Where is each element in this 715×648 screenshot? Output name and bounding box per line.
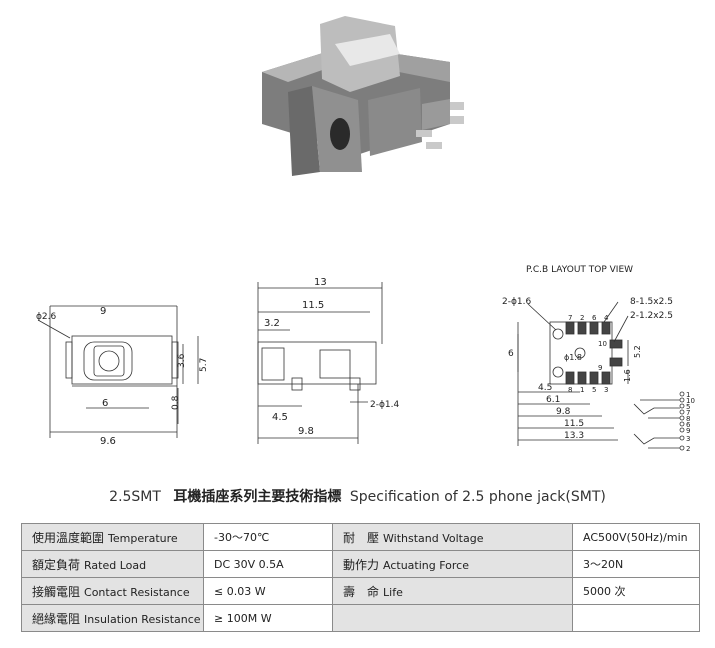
sch-pin-5: 5 xyxy=(686,403,690,411)
value-withstand-voltage: AC500V(50Hz)/min xyxy=(572,523,700,551)
sch-pin-2: 2 xyxy=(686,445,690,453)
label-empty xyxy=(332,604,573,632)
value-life: 5000 次 xyxy=(572,577,700,605)
pcb-layout-title: P.C.B LAYOUT TOP VIEW xyxy=(526,265,633,275)
sch-pin-9: 9 xyxy=(686,427,690,435)
dim-9-6: 9.6 xyxy=(100,436,116,447)
pcb-dim-1-6: 1.6 xyxy=(623,369,632,382)
pcb-pin-10: 10 xyxy=(598,340,607,348)
dim-11-5: 11.5 xyxy=(302,300,324,311)
value-empty xyxy=(572,604,700,632)
pcb-pin-9: 9 xyxy=(598,364,602,372)
dim-phi-2-6: ϕ2.6 xyxy=(36,312,57,322)
sch-pin-7: 7 xyxy=(686,409,690,417)
heading-model: 2.5SMT xyxy=(109,489,161,505)
dim-13: 13 xyxy=(314,277,327,288)
pcb-dim-phi-1-8: ϕ1.8 xyxy=(564,353,582,362)
pcb-dim-8-pads: 8-1.5x2.5 xyxy=(630,297,673,307)
value-temperature: -30～70℃ xyxy=(203,523,333,551)
value-insulation-resistance: ≥ 100M W xyxy=(203,604,333,632)
pcb-pin-8: 8 xyxy=(568,386,572,394)
value-actuating-force: 3～20N xyxy=(572,550,700,578)
pcb-dim-4-5: 4.5 xyxy=(538,383,552,393)
sch-pin-1: 1 xyxy=(686,391,690,399)
sch-pin-10: 10 xyxy=(686,397,695,405)
side-view-drawing: 13 11.5 3.2 4.5 2-ϕ1.4 9.8 xyxy=(257,277,399,444)
dim-4-5: 4.5 xyxy=(272,412,288,423)
product-photo xyxy=(262,16,464,176)
schematic-drawing: 1 10 5 7 8 6 9 3 2 xyxy=(633,391,695,453)
pcb-dim-2-pads: 2-1.2x2.5 xyxy=(630,311,673,321)
pcb-dim-6-1: 6.1 xyxy=(546,395,560,405)
dim-6: 6 xyxy=(102,398,108,409)
pcb-pin-7: 7 xyxy=(568,314,572,322)
pcb-dim-2-phi-1-6: 2-ϕ1.6 xyxy=(502,297,531,307)
front-view-drawing: ϕ2.6 9 6 9.6 3.6 5.7 0.8 xyxy=(36,305,209,447)
pcb-pin-1: 1 xyxy=(580,386,584,394)
sch-pin-6: 6 xyxy=(686,421,691,429)
sch-pin-3: 3 xyxy=(686,435,690,443)
sch-pin-8: 8 xyxy=(686,415,690,423)
pcb-dim-6: 6 xyxy=(508,349,514,359)
value-contact-resistance: ≤ 0.03 W xyxy=(203,577,333,605)
pcb-dim-5-2: 5.2 xyxy=(633,345,642,358)
pcb-layout-drawing: P.C.B LAYOUT TOP VIEW 2-ϕ1.6 8-1.5x2.5 2… xyxy=(502,265,673,446)
dim-3-6: 3.6 xyxy=(177,353,187,368)
dim-0-8: 0.8 xyxy=(171,395,181,410)
value-rated-load: DC 30V 0.5A xyxy=(203,550,333,578)
dim-9-8: 9.8 xyxy=(298,426,314,437)
pcb-pin-2: 2 xyxy=(580,314,584,322)
heading-chinese: 耳機插座系列主要技術指標 xyxy=(173,489,342,505)
pcb-dim-9-8: 9.8 xyxy=(556,407,571,417)
heading-english: Specification of 2.5 phone jack(SMT) xyxy=(349,489,606,505)
dim-2-phi-1-4: 2-ϕ1.4 xyxy=(370,400,399,410)
dim-5-7: 5.7 xyxy=(199,358,209,372)
dim-3-2: 3.2 xyxy=(264,318,280,329)
pcb-pin-4: 4 xyxy=(604,314,609,322)
pcb-dim-13-3: 13.3 xyxy=(564,431,584,441)
dim-9: 9 xyxy=(100,306,106,317)
pcb-pin-5: 5 xyxy=(592,386,596,394)
spec-heading: 2.5SMT 耳機插座系列主要技術指標 Specification of 2.5… xyxy=(0,486,715,506)
pcb-pin-3: 3 xyxy=(604,386,608,394)
pcb-dim-11-5: 11.5 xyxy=(564,419,584,429)
pcb-pin-6: 6 xyxy=(592,314,597,322)
